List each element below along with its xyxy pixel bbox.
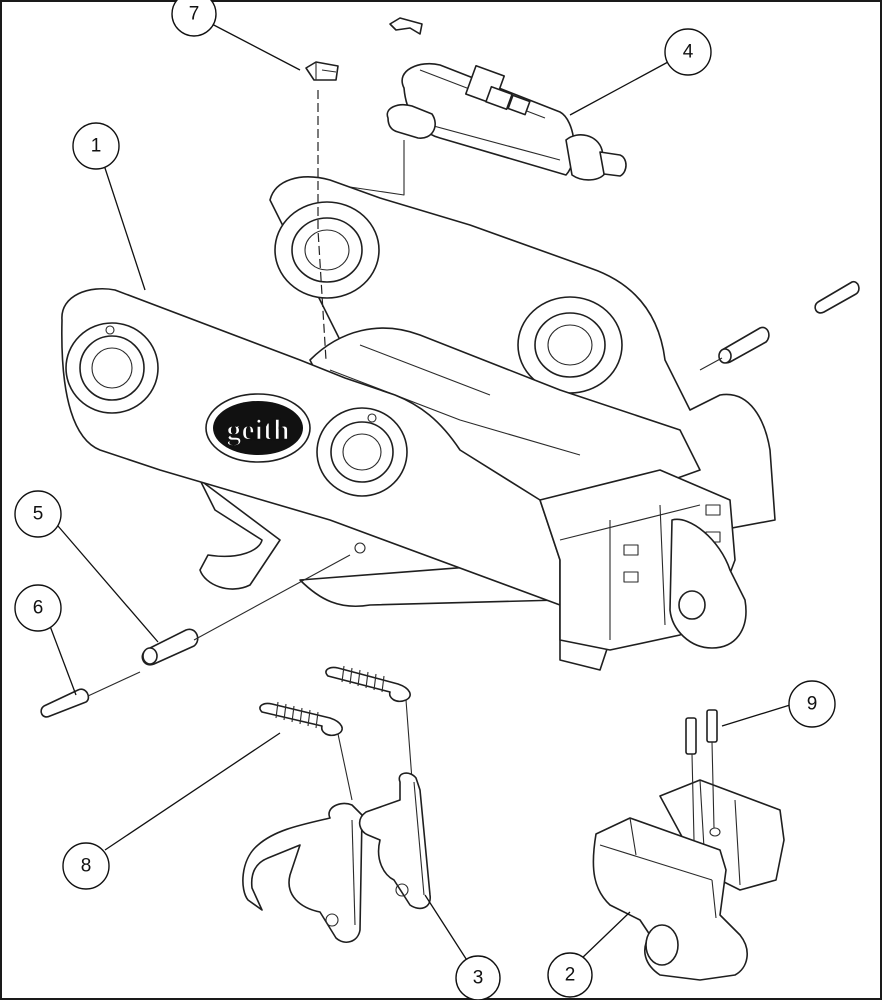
part-8-springs xyxy=(259,665,413,801)
callout-2: 2 xyxy=(547,952,593,998)
part-2-latch-block xyxy=(592,709,785,981)
svg-text:4: 4 xyxy=(683,42,694,63)
geith-logo-text: geith xyxy=(226,414,290,447)
alignment-line-clip xyxy=(317,90,327,361)
callout-4: 4 xyxy=(664,28,712,76)
svg-text:1: 1 xyxy=(91,136,102,157)
callout-3: 3 xyxy=(455,955,501,1000)
svg-text:7: 7 xyxy=(189,4,200,25)
part-7-retaining-clip xyxy=(305,17,423,81)
part-9-pin-a xyxy=(685,717,697,755)
svg-text:9: 9 xyxy=(807,694,818,715)
svg-text:3: 3 xyxy=(473,968,484,989)
callout-7: 7 xyxy=(171,0,217,37)
svg-text:8: 8 xyxy=(81,856,92,877)
leader-lines xyxy=(49,21,791,966)
callout-9: 9 xyxy=(788,680,836,728)
part-1-coupler-frame: geith xyxy=(61,176,776,671)
svg-text:6: 6 xyxy=(33,598,44,619)
part-6-roll-pin xyxy=(40,671,141,718)
part-9-pin-b xyxy=(706,709,718,743)
part-3-latch-hooks xyxy=(242,772,431,943)
right-side-pins xyxy=(699,280,860,371)
callout-5: 5 xyxy=(14,490,62,538)
part-4-hydraulic-cylinder xyxy=(315,63,627,196)
callout-6: 6 xyxy=(14,584,62,632)
part-5-pin xyxy=(141,554,351,666)
svg-text:5: 5 xyxy=(33,504,44,525)
callout-8: 8 xyxy=(62,842,110,890)
callout-1: 1 xyxy=(72,122,120,170)
svg-text:2: 2 xyxy=(565,965,576,986)
